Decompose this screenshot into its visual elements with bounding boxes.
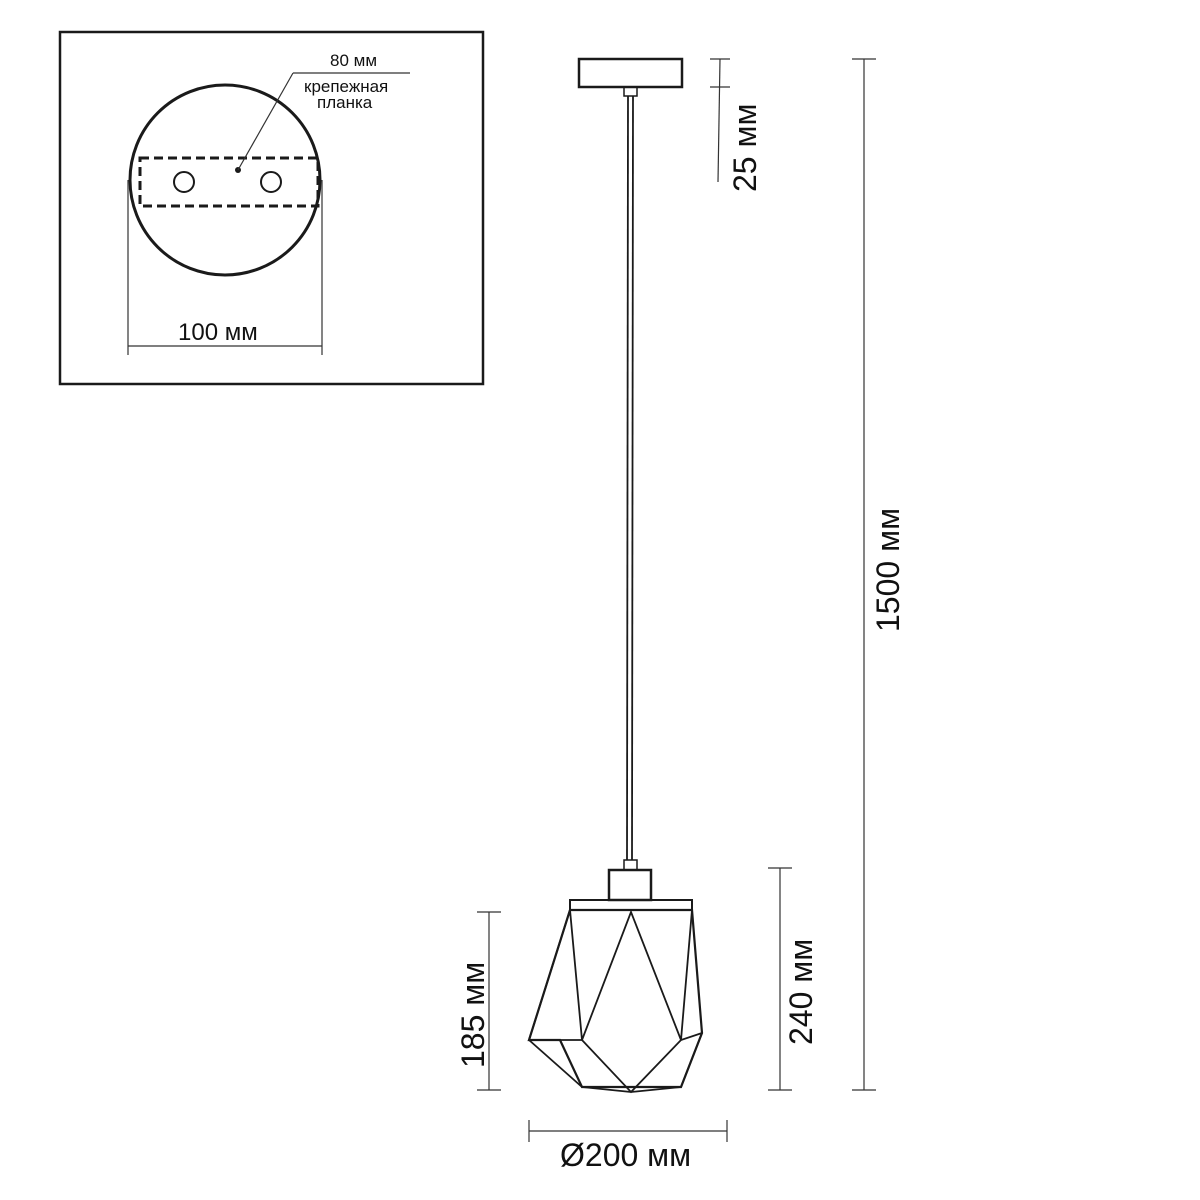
cord-grip <box>623 859 638 871</box>
shade-diameter-label: Ø200 мм <box>560 1137 691 1173</box>
dim-total-height: 1500 мм <box>852 58 906 1091</box>
holder-ring <box>569 899 693 911</box>
bar-name-line2: планка <box>317 93 373 112</box>
canopy-circle <box>128 83 322 277</box>
leader-line <box>237 72 294 171</box>
bar-name-line1: крепежная <box>304 77 388 96</box>
mounting-hole-right <box>260 171 282 193</box>
canopy-top-view-inset: 80 мм крепежная планка 100 мм <box>58 30 485 386</box>
dim-25-vertical <box>717 58 721 183</box>
bar-width-label: 80 мм <box>330 51 377 70</box>
dim-lamp-height: 240 мм <box>768 867 819 1091</box>
lamp-side-view <box>527 57 704 1094</box>
canopy-clamp <box>623 86 638 97</box>
shade-facets <box>527 909 703 1094</box>
lamp-height-label: 240 мм <box>783 939 819 1045</box>
lamp-holder <box>607 868 653 902</box>
inset-frame <box>58 30 485 386</box>
cord-right <box>631 95 634 861</box>
dim-shade-diameter: Ø200 мм <box>528 1120 728 1173</box>
canopy <box>577 57 684 89</box>
cord-left <box>626 95 629 861</box>
shade-outline <box>527 908 704 1089</box>
total-height-label: 1500 мм <box>870 508 906 632</box>
canopy-diameter-label: 100 мм <box>178 319 258 346</box>
mounting-hole-left <box>173 171 195 193</box>
shade-height-label: 185 мм <box>455 962 491 1068</box>
dim-shade-height: 185 мм <box>455 911 501 1091</box>
dim-canopy-height: 25 мм <box>710 58 763 192</box>
mounting-bar <box>138 156 320 208</box>
canopy-height-label: 25 мм <box>727 104 763 192</box>
